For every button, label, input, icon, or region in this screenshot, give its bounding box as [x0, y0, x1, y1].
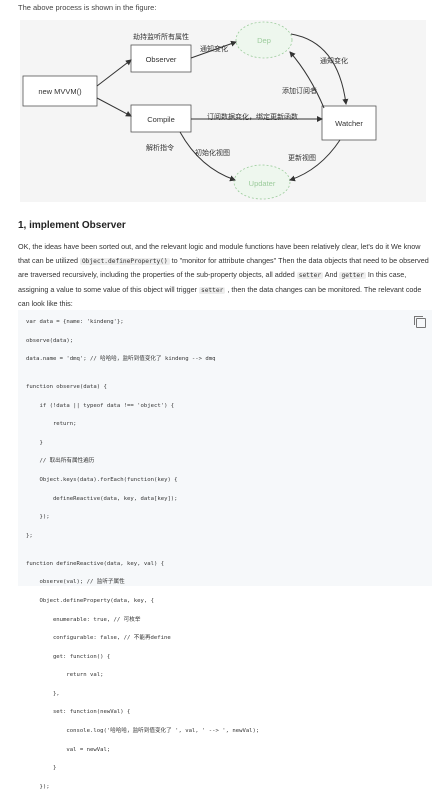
edge-label-subscribe: 订阅数据变化，绑定更新函数 — [207, 114, 298, 121]
arrow-mvvm-observer — [96, 59, 132, 87]
arrow-observer-dep — [190, 40, 237, 59]
code-line: }); — [26, 783, 50, 790]
node-updater-label: Updater — [248, 179, 276, 188]
arrow-mvvm-compile — [96, 97, 132, 117]
node-mvvm-label: new MVVM() — [38, 87, 82, 96]
arrow-dep-watcher — [290, 33, 349, 105]
code-line: }); — [26, 514, 50, 521]
diagram-arrows — [22, 21, 377, 200]
code-line: configurable: false, // 不能再define — [26, 635, 171, 642]
code-line: // 取出所有属性遍历 — [26, 458, 95, 465]
code-line: return; — [26, 421, 77, 428]
edge-label-update-view: 更新视图 — [288, 155, 316, 162]
node-compile-label: Compile — [147, 115, 175, 124]
para-text-3: And — [323, 270, 340, 279]
inline-code-getter: getter — [339, 272, 366, 279]
node-dep-label: Dep — [257, 36, 271, 45]
edge-label-notify-change: 通知变化 — [200, 46, 228, 53]
inline-code-setter-2: setter — [198, 286, 226, 294]
code-line: function defineReactive(data, key, val) … — [26, 560, 165, 567]
mvvm-flow-diagram: new MVVM() Observer Compile Watcher Dep … — [20, 20, 426, 202]
node-dep-ellipse — [235, 21, 293, 59]
code-line: Object.defineProperty(data, key, { — [26, 597, 154, 604]
code-line: }; — [26, 532, 33, 539]
code-line: defineReactive(data, key, data[key]); — [26, 495, 178, 502]
para-text-1: OK, the ideas have been sorted out, and … — [18, 242, 421, 265]
inline-code-setter: setter — [296, 272, 324, 279]
code-line: data.name = 'dmq'; // 哈哈哈，监听到值变化了 kinden… — [26, 356, 216, 363]
code-line: }, — [26, 690, 60, 697]
para-text-2: to "monitor for attribute changes" Then … — [18, 255, 429, 280]
code-line: set: function(newVal) { — [26, 709, 131, 716]
edge-label-add-subscriber: 添加订阅者 — [282, 88, 317, 95]
inline-code-defineproperty: Object.defineProperty() — [79, 257, 170, 265]
node-watcher-box — [321, 105, 377, 141]
code-line: if (!data || typeof data !== 'object') { — [26, 402, 175, 409]
node-compile-box — [130, 104, 192, 133]
code-block[interactable]: var data = {name: 'kindeng'}; observe(da… — [18, 310, 432, 790]
code-line: val = newVal; — [26, 746, 111, 753]
code-line: var data = {name: 'kindeng'}; — [26, 319, 124, 325]
node-observer-label: Observer — [145, 55, 177, 64]
code-line: observe(data); — [26, 337, 74, 344]
arrow-compile-updater — [179, 131, 236, 182]
code-line: observe(val); // 监听子属性 — [26, 579, 125, 586]
node-updater-ellipse — [233, 164, 291, 200]
arrow-watcher-dep — [289, 51, 325, 109]
section-title: 1, implement Observer — [18, 220, 126, 231]
edge-label-hijack: 劫持监听所有属性 — [133, 34, 189, 41]
code-line: enumerable: true, // 可枚举 — [26, 616, 141, 623]
para-text-4: In this case, assigning a value to some … — [18, 270, 407, 294]
body-paragraph: OK, the ideas have been sorted out, and … — [18, 240, 432, 311]
edge-label-init-view: 初始化视图 — [195, 150, 230, 157]
intro-text: The above process is shown in the figure… — [18, 3, 157, 12]
code-line: Object.keys(data).forEach(function(key) … — [26, 477, 178, 484]
para-text-5: , then the data changes can be monitored… — [18, 284, 422, 309]
code-line: console.log('哈哈哈，监听到值变化了 ', val, ' --> '… — [26, 728, 260, 735]
code-line: return val; — [26, 672, 104, 679]
code-line: } — [26, 439, 43, 446]
edge-label-parse: 解析指令 — [146, 145, 174, 152]
node-observer-box — [130, 44, 192, 73]
code-line: function observe(data) { — [26, 384, 107, 391]
code-content: var data = {name: 'kindeng'}; observe(da… — [26, 318, 259, 792]
arrow-watcher-updater — [289, 139, 341, 182]
copy-icon[interactable] — [414, 316, 426, 328]
code-line: } — [26, 765, 57, 772]
code-line: get: function() { — [26, 653, 111, 660]
node-watcher-label: Watcher — [335, 119, 363, 128]
node-mvvm-box — [22, 75, 98, 107]
edge-label-notify-change-2: 通知变化 — [320, 58, 348, 65]
